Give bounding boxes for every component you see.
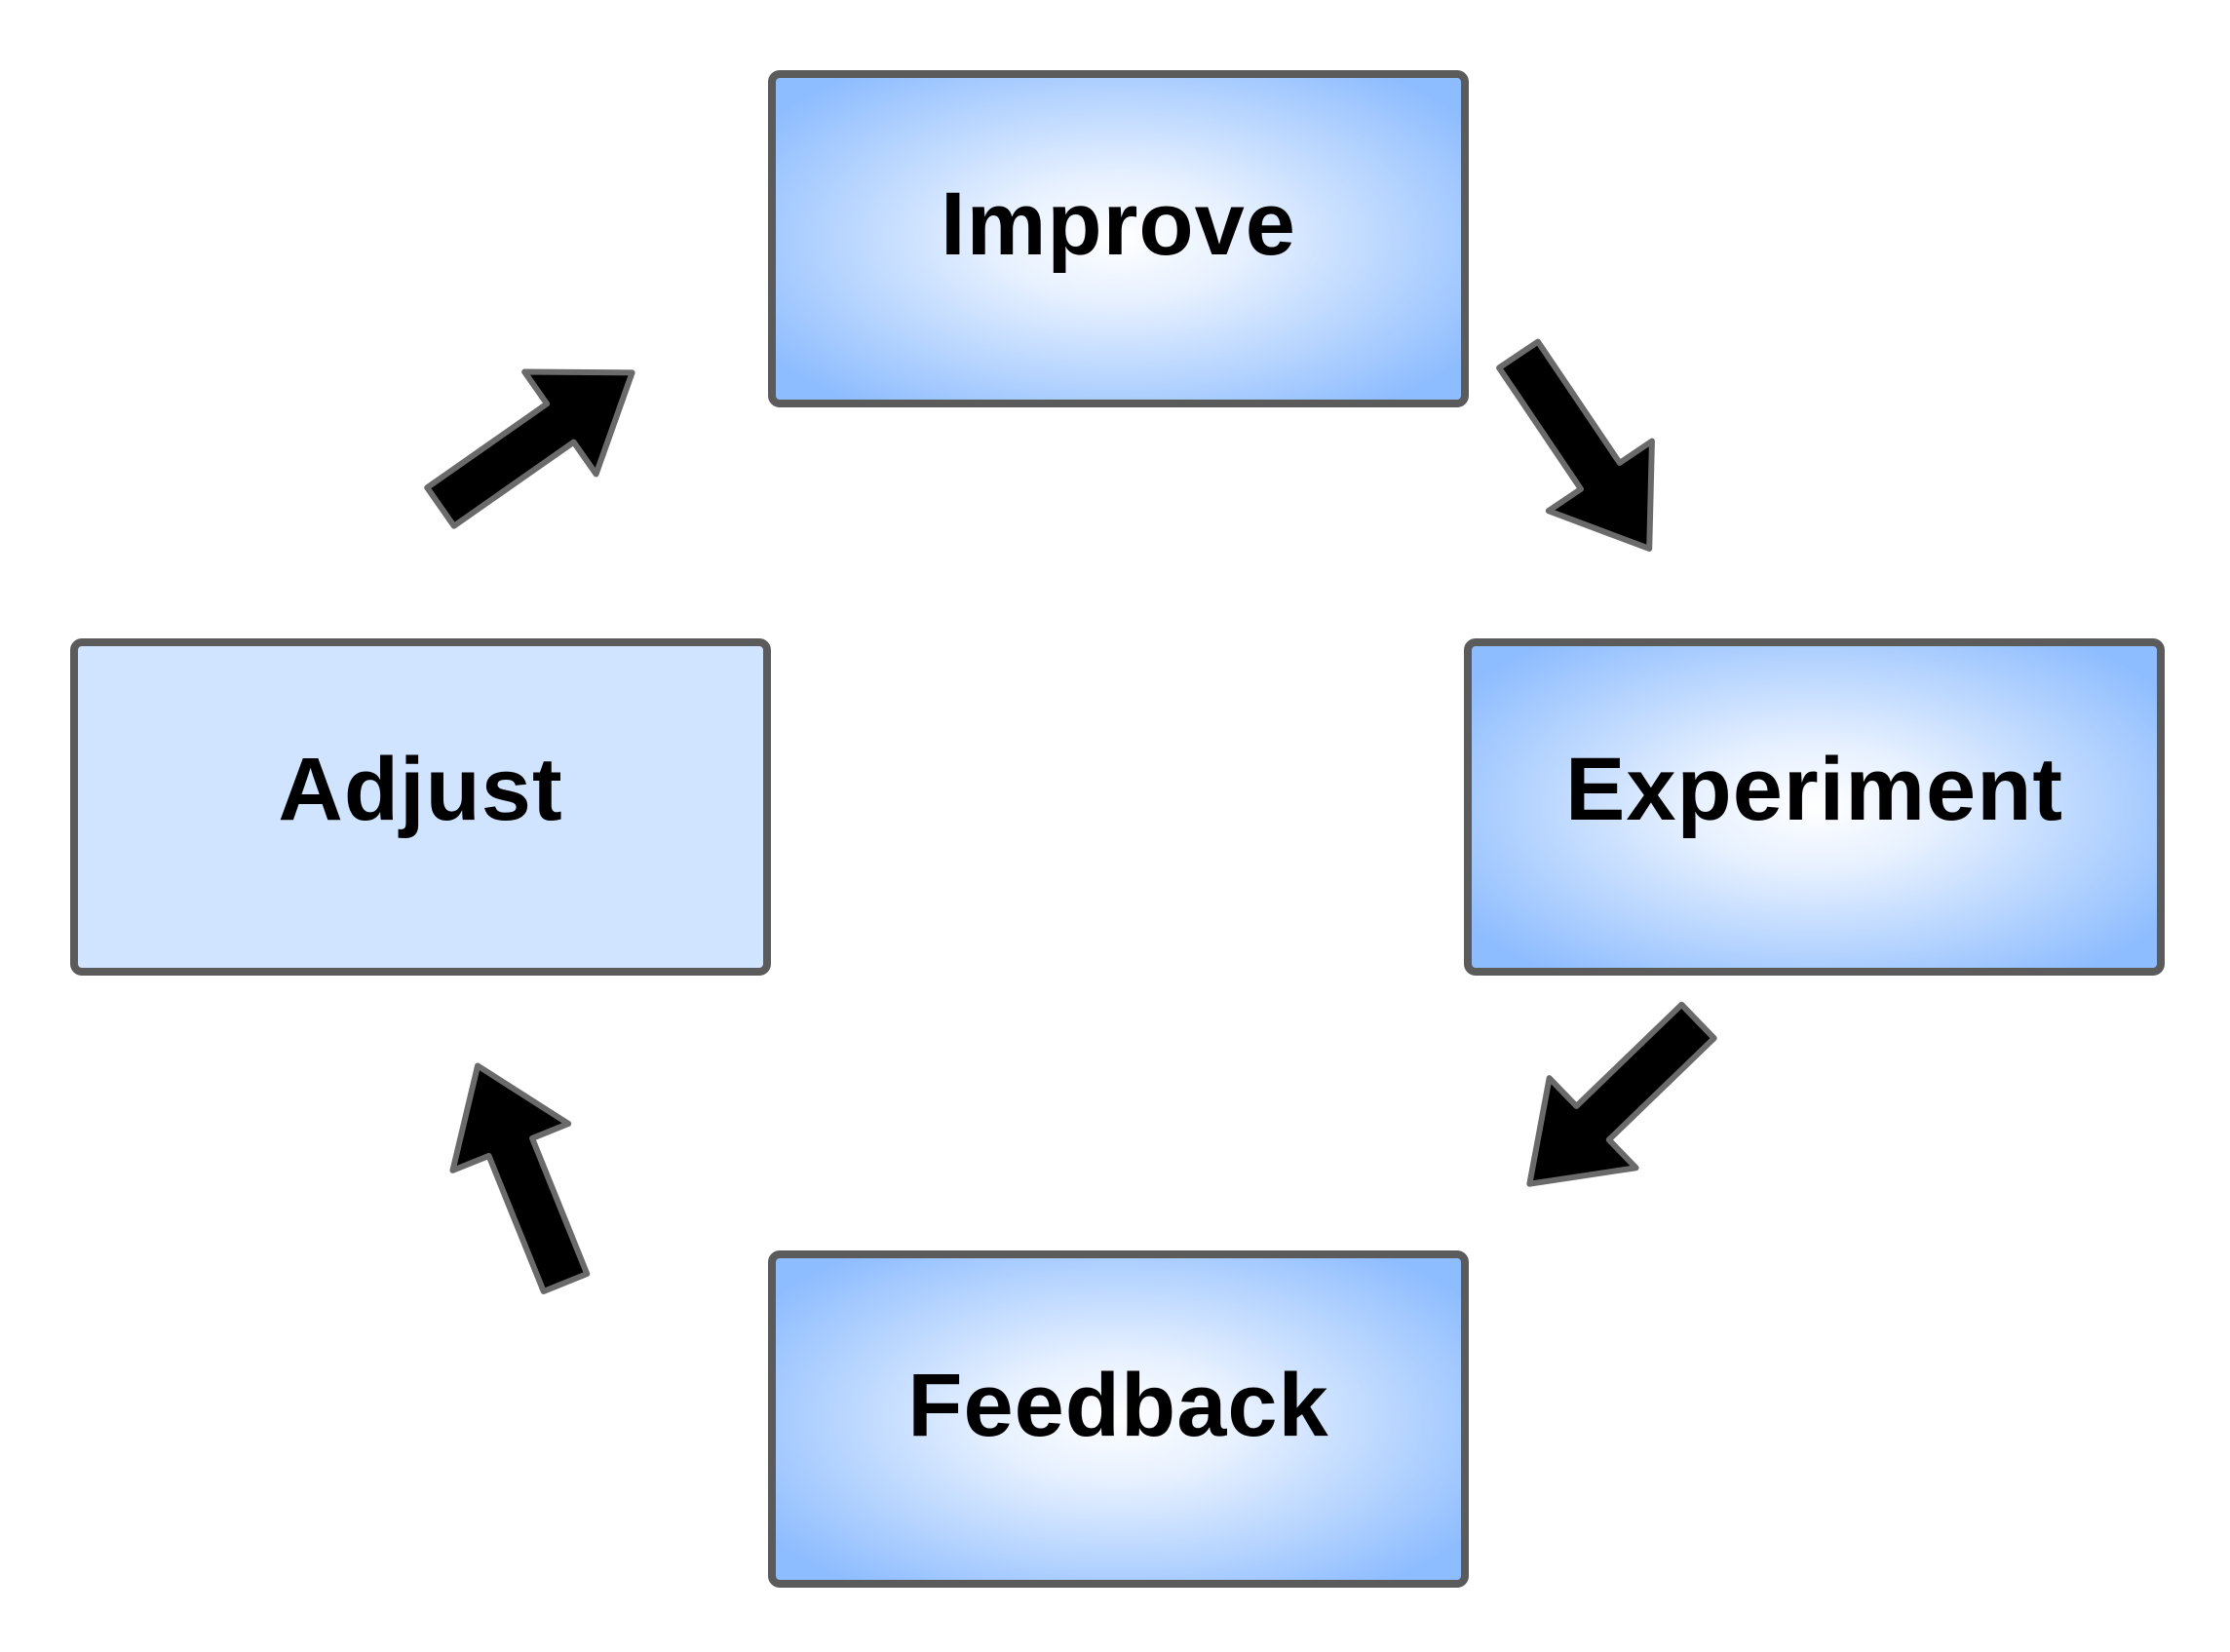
experiment-box: Experiment [1464,638,2165,976]
arrow-experiment-to-feedback-icon [1526,1001,1717,1187]
experiment-label: Experiment [1564,740,2064,839]
improve-label: Improve [941,174,1296,274]
arrow-improve-to-experiment-icon [1496,338,1655,552]
adjust-label: Adjust [278,740,563,839]
arrow-feedback-to-adjust-icon [449,1062,591,1294]
arrow-adjust-to-improve-icon [424,368,635,529]
feedback-box: Feedback [768,1250,1469,1588]
feedback-label: Feedback [907,1356,1329,1455]
adjust-box: Adjust [70,638,771,976]
improve-box: Improve [768,70,1469,407]
